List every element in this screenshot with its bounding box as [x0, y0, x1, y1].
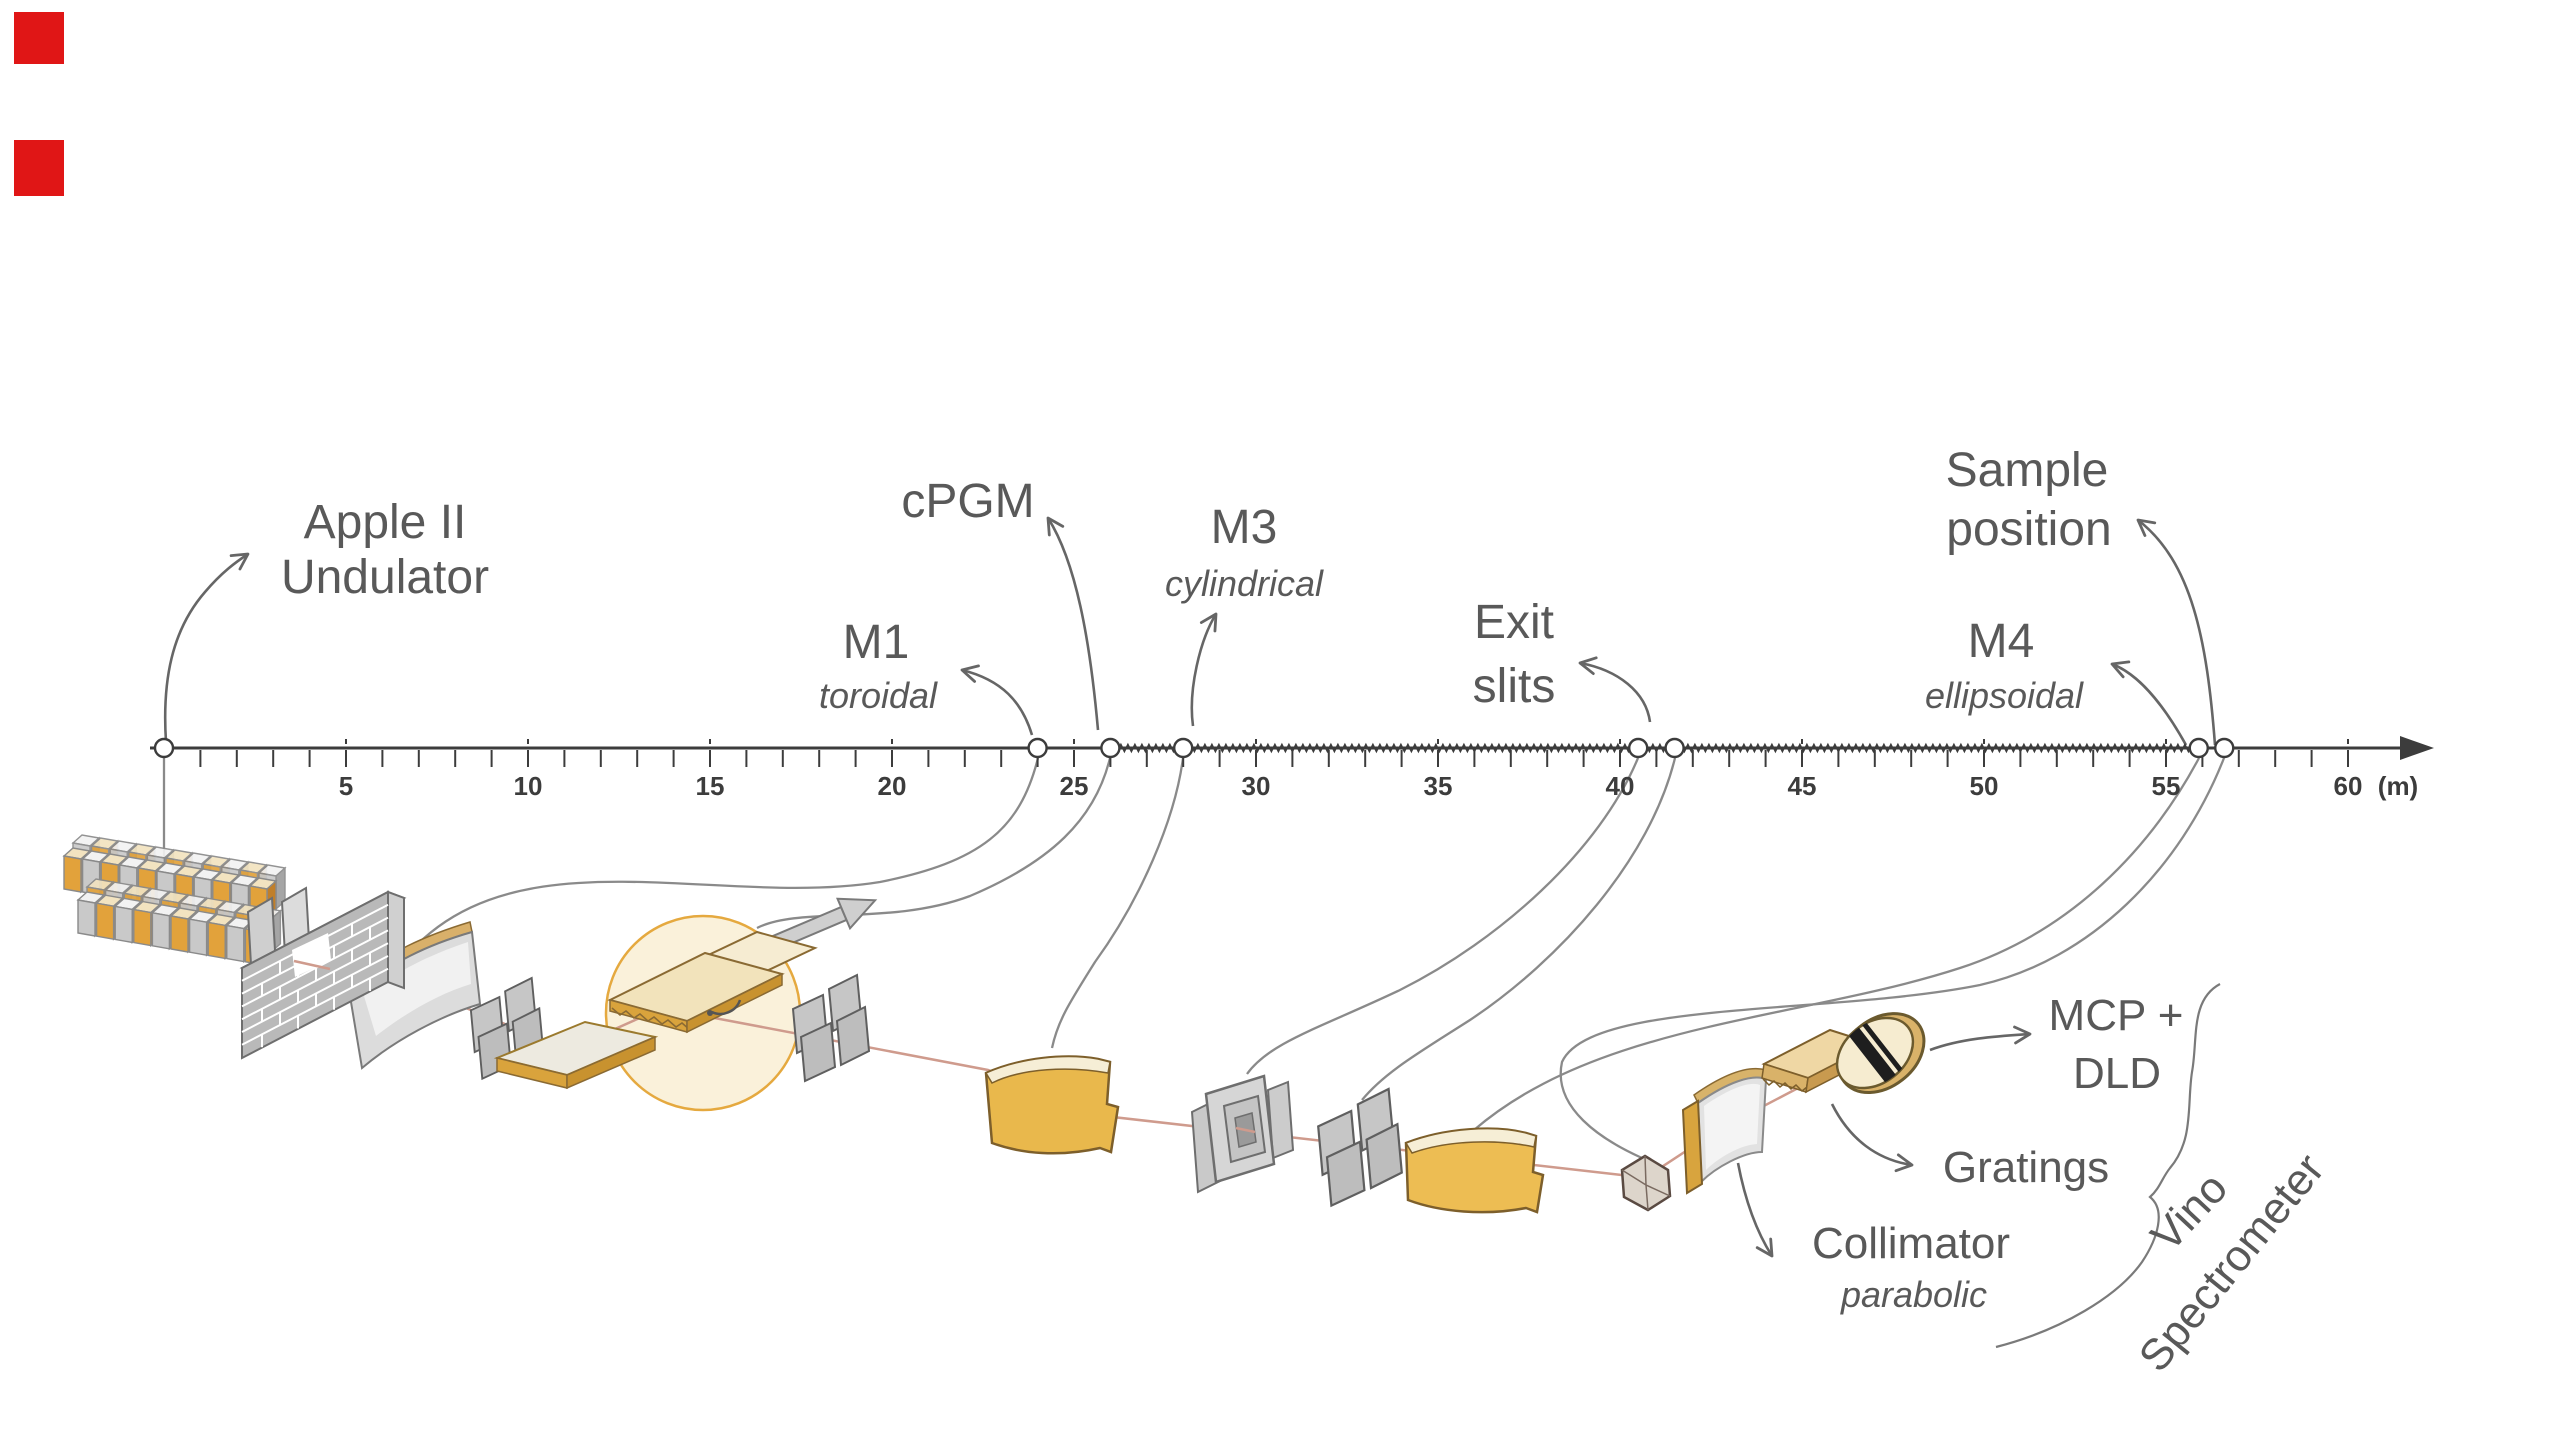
distance-axis: 5 10 15 20 25 30 35 40 45 50 55 60 (m) [150, 736, 2434, 801]
undulator-block-front [77, 899, 96, 937]
exit-slit-illustration [1190, 1074, 1295, 1194]
label-m4: M4 [1968, 615, 2035, 668]
arrow-sample [2136, 518, 2217, 746]
connector-m4 [1473, 757, 2201, 1131]
undulator-block-front [133, 908, 152, 947]
axis-tick-label: 40 [1606, 771, 1635, 801]
position-marker [2214, 737, 2235, 759]
arrow-m3 [1190, 612, 1218, 727]
axis-tick-label: 45 [1788, 771, 1817, 801]
diagram-labels: Apple II Undulator cPGM M1 toroidal M3 c… [281, 444, 2334, 1381]
red-marker-2 [14, 140, 64, 196]
label-mcp-line2: DLD [2073, 1049, 2161, 1098]
label-mcp-line1: MCP + [2049, 991, 2184, 1040]
label-m4-type: ellipsoidal [1925, 675, 2084, 716]
label-cpgm: cPGM [901, 475, 1034, 528]
m4-mirror-illustration [1404, 1127, 1545, 1214]
label-undulator-line2: Undulator [281, 551, 489, 604]
position-marker [1100, 737, 1121, 759]
connector-cpgm [756, 757, 1112, 930]
label-undulator-line1: Apple II [304, 496, 467, 549]
undulator-block-front [188, 918, 208, 957]
arrow-exit-slits [1578, 656, 1652, 723]
m3-mirror-illustration [984, 1055, 1120, 1155]
axis-tick-label: 5 [339, 771, 353, 801]
arrow-collimator [1736, 1162, 1774, 1258]
wall-beam-hole [292, 933, 331, 977]
axis-tick-label: 55 [2152, 771, 2181, 801]
axis-tick-label: 10 [514, 771, 543, 801]
label-m3: M3 [1211, 501, 1278, 554]
vino-brace [1995, 983, 2221, 1349]
label-collimator: Collimator [1812, 1219, 2010, 1268]
axis-tick-label: 30 [1242, 771, 1271, 801]
aperture-illustration [792, 974, 870, 1082]
undulator-block-front [207, 921, 226, 960]
undulator-block [188, 910, 218, 957]
axis-zigzag [1109, 742, 2200, 754]
undulator-block-front [63, 855, 82, 893]
axis-arrowhead-icon [2400, 736, 2434, 760]
connector-exit-slit-1 [1246, 757, 1640, 1075]
position-marker [1664, 737, 1685, 759]
axis-tick-label: 15 [696, 771, 725, 801]
undulator-block-front [114, 905, 133, 944]
mcp-detector-illustration [1835, 1012, 1926, 1095]
axis-tick-label: 25 [1060, 771, 1089, 801]
beam-through-wall [293, 959, 331, 971]
marker-connectors [162, 757, 2226, 1160]
connector-m3 [1050, 757, 1185, 1049]
connector-m1 [409, 757, 1040, 953]
axis-unit-label: (m) [2378, 771, 2418, 801]
label-vino-line2: Spectrometer [2130, 1145, 2334, 1381]
grating-assembly-illustration [607, 897, 878, 1034]
position-marker [2188, 737, 2209, 759]
axis-tick-label: 35 [1424, 771, 1453, 801]
slit-aperture-illustration [1317, 1087, 1403, 1207]
position-marker [153, 737, 175, 759]
position-marker [1172, 737, 1194, 759]
collimator-illustration [1681, 1067, 1768, 1195]
label-collimator-type: parabolic [1840, 1274, 1987, 1315]
arrow-undulator [163, 552, 250, 743]
beam-direction-arrow-icon [767, 897, 878, 952]
label-m1: M1 [843, 616, 910, 669]
undulator-block-front [170, 915, 189, 953]
position-marker [1027, 737, 1048, 759]
arrow-mcp [1929, 1025, 2032, 1052]
arrow-gratings [1830, 1103, 1914, 1173]
plane-mirror-illustration [493, 1020, 659, 1090]
label-exit-line1: Exit [1474, 596, 1554, 649]
wall-mortar-row [241, 942, 389, 1021]
axis-tick-label: 50 [1970, 771, 1999, 801]
arrow-cpgm [1046, 516, 1100, 731]
axis-tick-label: 60 [2334, 771, 2363, 801]
red-marker-1 [14, 12, 64, 64]
undulator-block-front [226, 924, 245, 963]
axis-tick-label: 20 [878, 771, 907, 801]
label-sample-line2: position [1946, 503, 2111, 556]
arrow-m4 [2110, 660, 2188, 746]
label-gratings: Gratings [1943, 1143, 2109, 1192]
shield-wall-illustration [239, 890, 407, 1060]
undulator-block-front [151, 911, 171, 950]
connector-exit-slit-2 [1361, 757, 1677, 1101]
wall-mortar-row [241, 967, 389, 1046]
label-m1-type: toroidal [819, 675, 938, 716]
arrow-m1 [960, 664, 1034, 736]
label-arrows [163, 516, 2217, 1258]
label-exit-line2: slits [1473, 660, 1556, 713]
label-m3-type: cylindrical [1165, 563, 1324, 604]
sample-polyhedron-illustration [1620, 1154, 1672, 1212]
undulator-block-front [95, 902, 115, 941]
position-marker [1627, 737, 1649, 759]
connector-sample [1559, 757, 2226, 1160]
label-sample-line1: Sample [1946, 444, 2109, 497]
